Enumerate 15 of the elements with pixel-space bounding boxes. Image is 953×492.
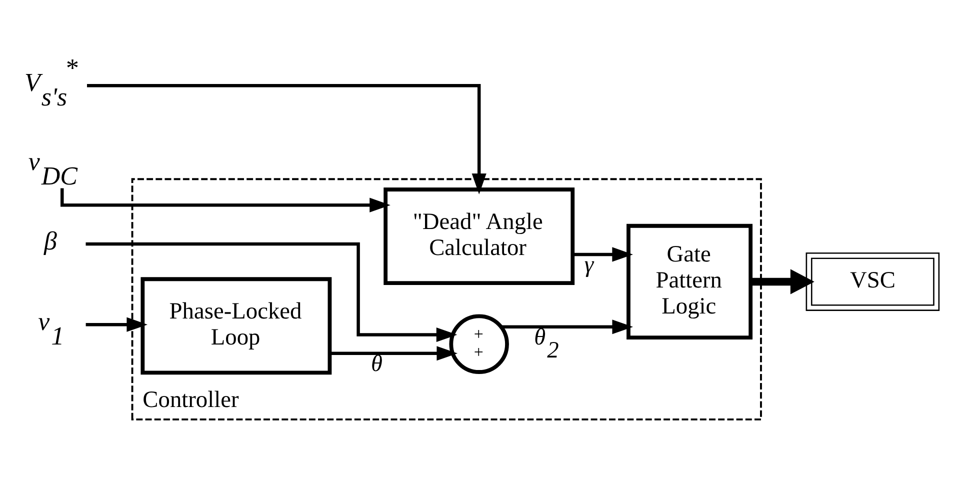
edge-label: θ <box>371 350 383 377</box>
arrow <box>501 320 634 334</box>
arrow <box>86 242 458 342</box>
arrow <box>330 346 458 361</box>
node-box: VSC <box>806 252 940 311</box>
arrow <box>87 84 486 194</box>
arrow <box>86 317 148 332</box>
node-box: Phase-Locked Loop <box>140 277 332 375</box>
arrow <box>573 247 633 262</box>
node-circle: + + <box>449 314 509 374</box>
node-text: β <box>44 226 57 256</box>
edge-label: γ <box>584 252 594 278</box>
node-box: Gate Pattern Logic <box>626 224 753 340</box>
node-box: "Dead" Angle Calculator <box>384 188 575 285</box>
arrow <box>751 269 814 294</box>
